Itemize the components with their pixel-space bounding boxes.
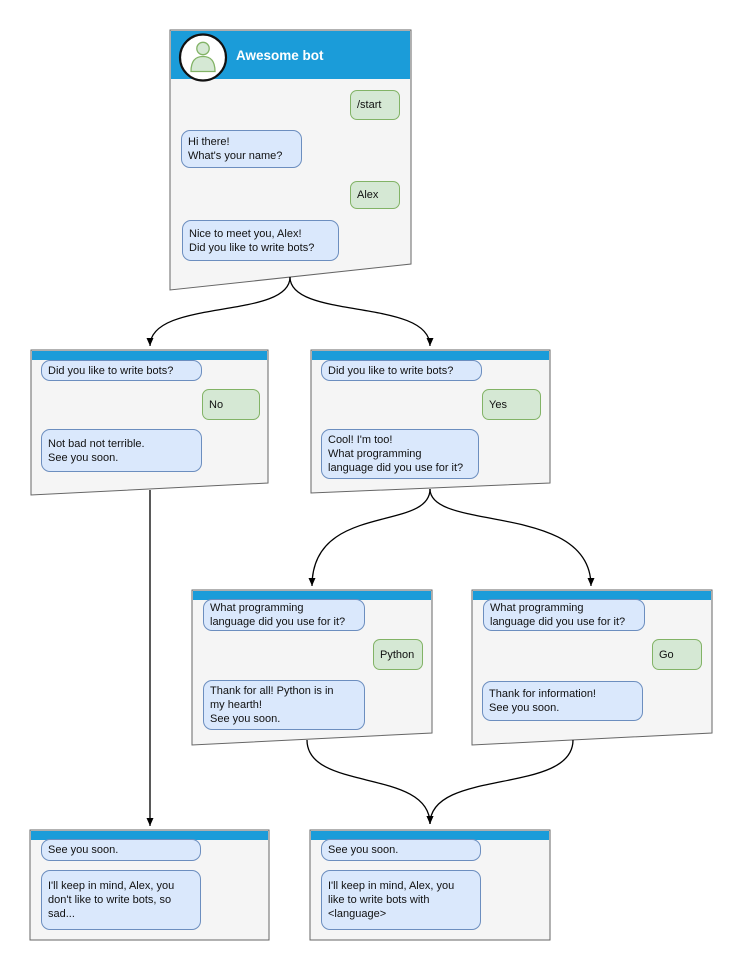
python-titlebar — [193, 591, 431, 600]
bot-message-bubble: Nice to meet you, Alex! Did you like to … — [182, 220, 339, 261]
bot-message-bubble: I'll keep in mind, Alex, you don't like … — [41, 870, 201, 930]
bot-message-bubble: What programming language did you use fo… — [203, 599, 365, 631]
connector-python-to-end — [306, 739, 434, 825]
user-message-bubble: No — [202, 389, 260, 420]
user-message-bubble: Python — [373, 639, 423, 670]
person-icon — [190, 41, 216, 73]
bot-message-bubble: Hi there! What's your name? — [181, 130, 302, 168]
user-message-bubble: Alex — [350, 181, 400, 209]
bot-message-bubble: See you soon. — [321, 839, 481, 861]
root-window-title: Awesome bot — [236, 47, 324, 63]
go-titlebar — [473, 591, 711, 600]
bot-message-bubble: Thank for all! Python is in my hearth! S… — [203, 680, 365, 730]
bot-message-bubble: See you soon. — [41, 839, 201, 861]
bot-message-bubble: I'll keep in mind, Alex, you like to wri… — [321, 870, 481, 930]
user-message-bubble: Yes — [482, 389, 541, 420]
connector-root-to-yes — [289, 276, 434, 347]
yes-titlebar — [312, 351, 549, 360]
end-no-titlebar — [31, 831, 268, 840]
connector-yes-to-go — [429, 488, 595, 587]
connector-go-to-end — [426, 739, 574, 825]
bot-message-bubble: Cool! I'm too! What programming language… — [321, 429, 479, 479]
user-message-bubble: Go — [652, 639, 702, 670]
no-titlebar — [32, 351, 267, 360]
avatar — [178, 33, 228, 82]
connector-yes-to-python — [308, 488, 431, 587]
end-yes-titlebar — [311, 831, 549, 840]
connector-root-to-no — [146, 276, 291, 347]
bot-message-bubble: What programming language did you use fo… — [483, 599, 645, 631]
user-message-bubble: /start — [350, 90, 400, 120]
bot-message-bubble: Not bad not terrible. See you soon. — [41, 429, 202, 472]
bot-message-bubble: Did you like to write bots? — [41, 360, 202, 381]
bot-message-bubble: Did you like to write bots? — [321, 360, 482, 381]
bot-message-bubble: Thank for information! See you soon. — [482, 681, 643, 721]
